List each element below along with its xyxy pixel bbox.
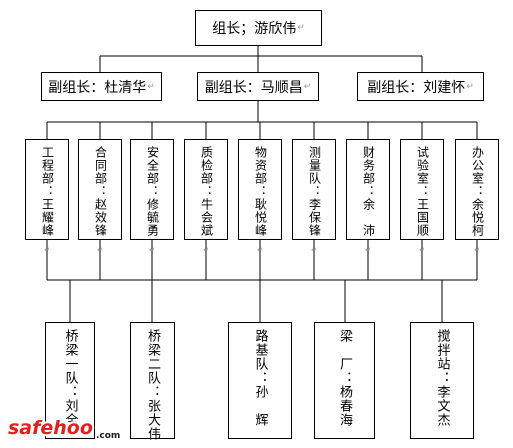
deputy-label: 副组长：杜清华 — [48, 79, 147, 96]
team-label: 桥梁二队：张大伟 — [145, 329, 160, 441]
deputy-label: 副组长：马顺昌 — [204, 79, 303, 96]
leader-label: 组长；游欣伟 — [212, 21, 297, 37]
department-label: 试验室：王国顺 — [415, 146, 430, 237]
team-label: 搅拌站：李文杰 — [434, 329, 450, 427]
department-label: 合同部：赵效锋 — [93, 146, 108, 237]
deputy-box: 副组长：杜清华↵ — [41, 72, 162, 101]
deputy-box: 副组长：马顺昌↵ — [197, 72, 319, 101]
department-box: 办公室：余悦柯 — [455, 139, 499, 240]
department-box: 合同部：赵效锋 — [78, 139, 122, 240]
paragraph-mark: ↵ — [147, 81, 155, 92]
leader-box: 组长；游欣伟↵ — [195, 10, 322, 46]
paragraph-mark: ↵ — [297, 23, 305, 33]
safehoo-watermark-logo: safehoo safehoo .com — [6, 415, 120, 441]
paragraph-mark: ↵ — [44, 246, 50, 254]
department-label: 工程部：王耀峰 — [40, 146, 55, 237]
team-label: 桥梁一队：刘全 — [62, 329, 78, 427]
watermark-outline: safehoo — [8, 417, 93, 439]
department-box: 物资部：耿悦峰 — [238, 139, 282, 240]
paragraph-mark: ↵ — [474, 246, 480, 254]
team-box: 桥梁二队：张大伟 — [130, 322, 175, 441]
paragraph-mark: ↵ — [149, 246, 155, 254]
deputy-box: 副组长：刘建怀↵ — [357, 72, 484, 101]
paragraph-mark: ↵ — [257, 246, 263, 254]
department-label: 物资部：耿悦峰 — [253, 146, 268, 237]
team-label: 梁 厂：杨春海 — [337, 329, 352, 427]
paragraph-mark: ↵ — [311, 246, 317, 254]
department-label: 质检部：牛会斌 — [199, 146, 214, 237]
department-box: 质检部：牛会斌 — [184, 139, 228, 240]
watermark-text: safehoo — [8, 417, 93, 439]
paragraph-mark: ↵ — [97, 246, 103, 254]
paragraph-mark: ↵ — [365, 246, 371, 254]
department-box: 试验室：王国顺 — [400, 139, 444, 240]
team-box: 搅拌站：李文杰 — [410, 322, 474, 439]
deputy-label: 副组长：刘建怀 — [367, 79, 466, 96]
team-label: 路基队：孙 辉 — [252, 329, 268, 427]
department-label: 安全部：修毓勇 — [145, 146, 160, 237]
department-label: 测量队：李保锋 — [307, 146, 322, 237]
department-box: 财务部：余 沛 — [346, 139, 390, 240]
paragraph-mark: ↵ — [466, 81, 474, 92]
department-box: 安全部：修毓勇 — [130, 139, 174, 240]
paragraph-mark: ↵ — [203, 246, 209, 254]
team-box: 桥梁一队：刘全 — [45, 322, 95, 439]
department-label: 办公室：余悦柯 — [470, 146, 485, 237]
paragraph-mark: ↵ — [303, 81, 312, 92]
paragraph-mark: ↵ — [419, 246, 425, 254]
watermark-suffix: .com — [96, 431, 120, 441]
department-box: 测量队：李保锋 — [292, 139, 336, 240]
team-box: 路基队：孙 辉 — [228, 322, 292, 439]
department-box: 工程部：王耀峰 — [25, 139, 69, 240]
department-label: 财务部：余 沛 — [361, 146, 376, 237]
team-box: 梁 厂：杨春海 — [314, 322, 375, 439]
